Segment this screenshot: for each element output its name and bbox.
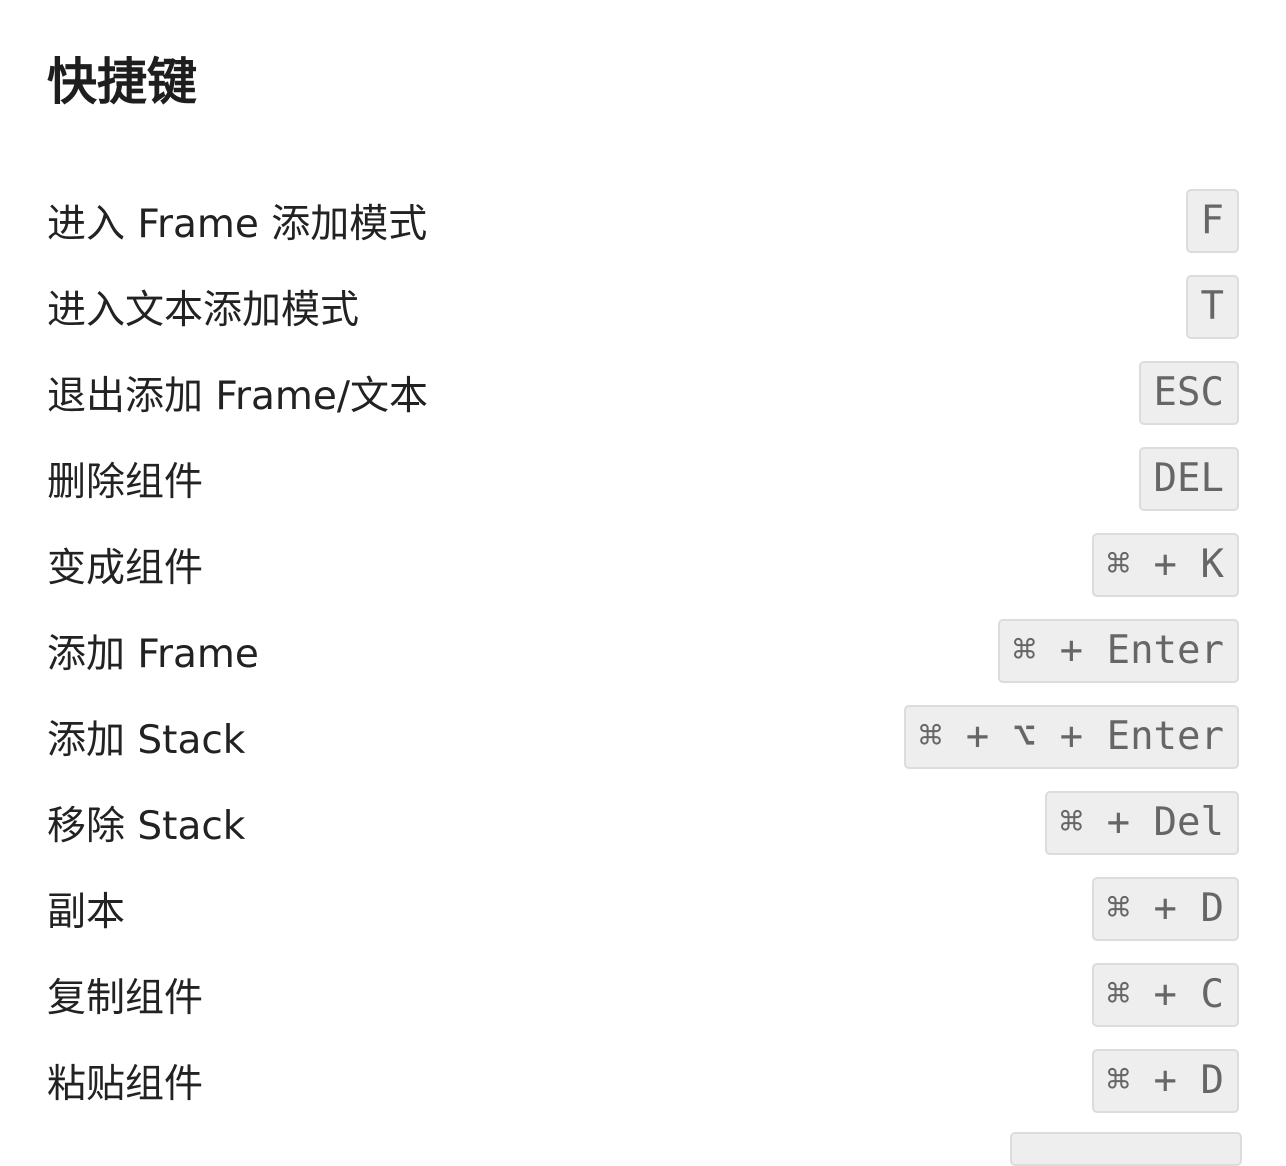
shortcut-row: 删除组件 DEL xyxy=(47,436,1239,522)
shortcut-label: 复制组件 xyxy=(47,976,204,1021)
shortcut-row: 进入 Frame 添加模式 F xyxy=(47,178,1239,264)
shortcut-row: 粘贴组件 ⌘ + D xyxy=(47,1038,1239,1124)
shortcut-row: 进入文本添加模式 T xyxy=(47,264,1239,350)
shortcut-key: ⌘ + ⌥ + Enter xyxy=(903,705,1239,769)
shortcut-label: 添加 Stack xyxy=(47,718,246,763)
shortcut-label: 进入文本添加模式 xyxy=(47,288,360,333)
shortcut-label: 副本 xyxy=(47,890,126,935)
shortcut-row: 添加 Frame ⌘ + Enter xyxy=(47,608,1239,694)
shortcut-list: 进入 Frame 添加模式 F 进入文本添加模式 T 退出添加 Frame/文本 ESC 删… xyxy=(47,178,1239,1124)
shortcut-key: ⌘ + K xyxy=(1091,533,1239,597)
shortcut-label: 删除组件 xyxy=(47,460,204,505)
shortcut-key: T xyxy=(1185,275,1239,339)
shortcut-label: 变成组件 xyxy=(47,546,204,591)
shortcut-row: 副本 ⌘ + D xyxy=(47,866,1239,952)
shortcut-row: 退出添加 Frame/文本 ESC xyxy=(47,350,1239,436)
shortcut-row: 移除 Stack ⌘ + Del xyxy=(47,780,1239,866)
shortcut-label: 进入 Frame 添加模式 xyxy=(47,202,428,247)
shortcut-key: ⌘ + D xyxy=(1091,1049,1239,1113)
page-title: 快捷键 xyxy=(47,53,197,111)
shortcut-row: 复制组件 ⌘ + C xyxy=(47,952,1239,1038)
shortcut-row: 变成组件 ⌘ + K xyxy=(47,522,1239,608)
shortcut-key: DEL xyxy=(1138,447,1239,511)
shortcut-key: ⌘ + Del xyxy=(1044,791,1239,855)
shortcut-key-partial xyxy=(1010,1132,1242,1166)
shortcut-label: 粘贴组件 xyxy=(47,1062,204,1107)
shortcut-label: 移除 Stack xyxy=(47,804,246,849)
shortcut-key: ⌘ + Enter xyxy=(997,619,1239,683)
shortcut-row: 添加 Stack ⌘ + ⌥ + Enter xyxy=(47,694,1239,780)
shortcut-key: ESC xyxy=(1138,361,1239,425)
shortcut-key: ⌘ + D xyxy=(1091,877,1239,941)
shortcut-key: F xyxy=(1185,189,1239,253)
shortcut-key: ⌘ + C xyxy=(1091,963,1239,1027)
shortcut-label: 添加 Frame xyxy=(47,632,259,677)
shortcut-label: 退出添加 Frame/文本 xyxy=(47,374,429,419)
